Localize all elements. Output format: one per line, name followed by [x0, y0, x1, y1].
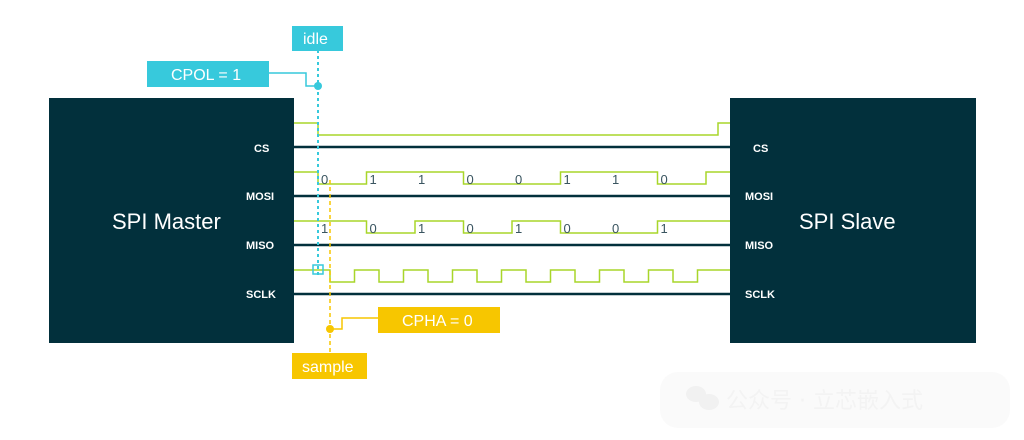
bit-label: 1	[370, 172, 377, 187]
bit-label: 1	[661, 221, 668, 236]
spi-master-title: SPI Master	[112, 209, 221, 234]
idle-label: idle	[303, 31, 328, 48]
bit-label: 0	[370, 221, 377, 236]
mosi-bit-labels: 0 1 1 0 0 1 1 0	[321, 172, 668, 187]
bit-label: 1	[564, 172, 571, 187]
waveform-mosi	[294, 171, 730, 185]
wechat-icon	[686, 386, 719, 410]
watermark: 公众号 · 立芯嵌入式	[660, 372, 1010, 428]
cpol-label: CPOL = 1	[171, 67, 241, 84]
bit-label: 0	[612, 221, 619, 236]
slave-pin-sclk: SCLK	[745, 289, 775, 301]
master-pin-sclk: SCLK	[246, 289, 276, 301]
bit-label: 0	[661, 172, 668, 187]
slave-pin-miso: MISO	[745, 240, 774, 252]
master-pin-mosi: MOSI	[246, 191, 274, 203]
cpha-tag	[378, 307, 500, 333]
cpol-tag	[147, 61, 269, 87]
slave-pin-mosi: MOSI	[745, 191, 773, 203]
bit-label: 0	[467, 172, 474, 187]
bit-label: 0	[467, 221, 474, 236]
master-pin-cs: CS	[254, 143, 269, 155]
bit-label: 0	[564, 221, 571, 236]
sample-label: sample	[302, 359, 354, 376]
spi-master-box	[49, 98, 294, 343]
cpol-connector	[269, 72, 318, 87]
bit-label: 1	[612, 172, 619, 187]
spi-slave-box	[730, 98, 976, 343]
waveform-sclk	[294, 269, 730, 283]
waveform-cs	[294, 122, 730, 136]
bit-label: 1	[418, 221, 425, 236]
idle-tag	[292, 26, 343, 51]
master-pin-miso: MISO	[246, 240, 275, 252]
cpha-connector	[330, 317, 378, 330]
bit-label: 0	[321, 172, 328, 187]
sample-tag	[292, 353, 367, 379]
bit-label: 1	[515, 221, 522, 236]
watermark-text: 公众号 · 立芯嵌入式	[726, 389, 923, 414]
bit-label: 0	[515, 172, 522, 187]
cpol-dot	[314, 82, 322, 90]
cpha-dot	[326, 325, 334, 333]
slave-pin-cs: CS	[753, 143, 768, 155]
idle-level-marker	[312, 264, 324, 275]
miso-bit-labels: 1 0 1 0 1 0 0 1	[321, 221, 668, 236]
waveform-miso	[294, 220, 730, 234]
bit-label: 1	[321, 221, 328, 236]
cpha-label: CPHA = 0	[402, 313, 473, 330]
bit-label: 1	[418, 172, 425, 187]
spi-slave-title: SPI Slave	[799, 209, 896, 234]
